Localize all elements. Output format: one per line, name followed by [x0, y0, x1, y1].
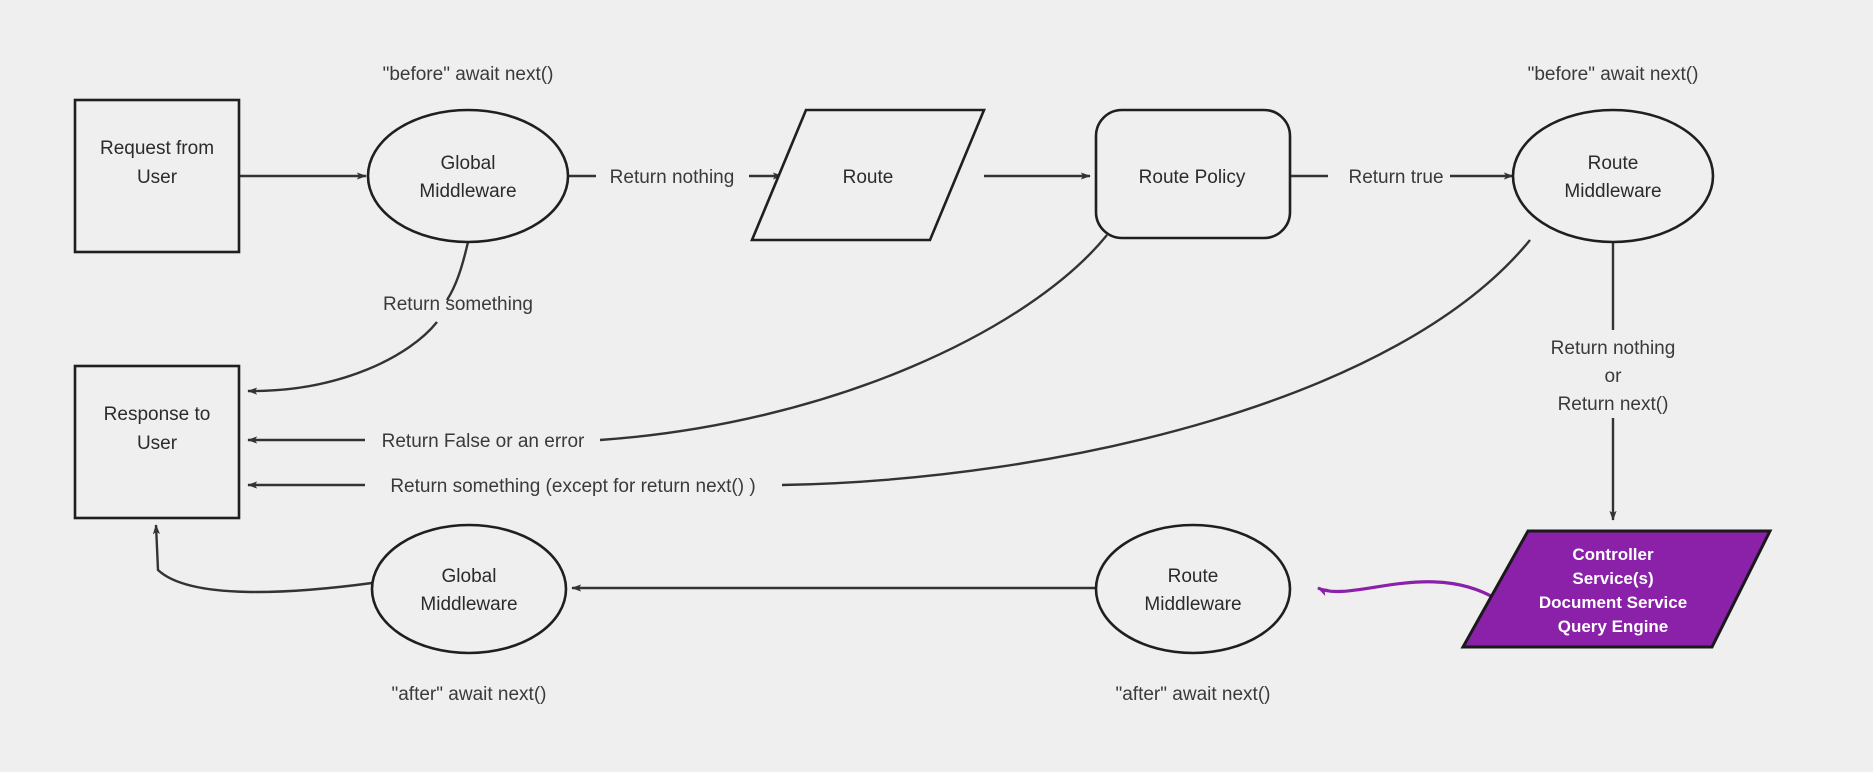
node-route-middleware-bottom-line1: Route: [1168, 566, 1219, 587]
node-global-middleware-top-line1: Global: [441, 153, 496, 174]
edge-global-middleware-return-something-to-response: [445, 241, 470, 301]
edge-route-middleware-return-something-except-curve: [781, 239, 1531, 487]
edge-label-return-nothing-or-next-line2: or: [1605, 366, 1623, 387]
edge-label-return-nothing-or-next-line3: Return next(): [1558, 394, 1669, 415]
node-route-policy[interactable]: [1094, 108, 1292, 240]
node-route-label: Route: [843, 167, 894, 188]
node-controller-line3: Document Service: [1539, 593, 1687, 612]
node-route-middleware-bottom-line2: Middleware: [1144, 594, 1241, 615]
node-response-to-user-line2: User: [137, 433, 178, 454]
node-route-middleware-top-line1: Route: [1588, 153, 1639, 174]
node-controller-line1: Controller: [1572, 545, 1654, 564]
node-route-middleware-top-line2: Middleware: [1564, 181, 1661, 202]
node-route-middleware-bottom[interactable]: [1094, 523, 1292, 655]
node-request-from-user-line2: User: [137, 167, 178, 188]
node-global-middleware-top-line2: Middleware: [419, 181, 516, 202]
edge-label-return-nothing-or-next-line1: Return nothing: [1551, 338, 1676, 359]
edge-return-something-curve-to-response: [247, 321, 438, 395]
edge-label-return-something: Return something: [383, 294, 533, 315]
node-request-from-user-line1: Request from: [100, 138, 214, 159]
edge-controller-to-route-middleware-bottom: [1317, 580, 1499, 602]
node-route-policy-label: Route Policy: [1139, 167, 1246, 188]
node-route[interactable]: [750, 108, 986, 242]
annotation-before-route-middleware: "before" await next(): [1528, 64, 1699, 85]
annotation-before-global-middleware: "before" await next(): [383, 64, 554, 85]
node-response-to-user-line1: Response to: [104, 404, 211, 425]
annotation-after-global-middleware: "after" await next(): [392, 684, 547, 705]
node-global-middleware-bottom-line2: Middleware: [420, 594, 517, 615]
annotation-after-route-middleware: "after" await next(): [1116, 684, 1271, 705]
node-request-from-user[interactable]: [73, 98, 241, 254]
edge-label-return-true: Return true: [1348, 167, 1443, 188]
edge-route-policy-return-false-curve: [599, 234, 1108, 442]
node-response-to-user[interactable]: [73, 364, 241, 520]
node-global-middleware-bottom[interactable]: [370, 523, 568, 655]
node-controller-line2: Service(s): [1572, 569, 1653, 588]
edge-label-return-false-or-error: Return False or an error: [382, 431, 585, 452]
edge-global-middleware-bottom-to-response: [152, 524, 373, 594]
node-controller-line4: Query Engine: [1558, 617, 1669, 636]
node-global-middleware-top[interactable]: [366, 108, 570, 244]
node-controller-services[interactable]: [1460, 529, 1773, 649]
node-route-middleware-top[interactable]: [1511, 108, 1715, 244]
edge-label-return-nothing: Return nothing: [610, 167, 735, 188]
edge-label-return-something-except: Return something (except for return next…: [390, 476, 755, 497]
node-global-middleware-bottom-line1: Global: [442, 566, 497, 587]
